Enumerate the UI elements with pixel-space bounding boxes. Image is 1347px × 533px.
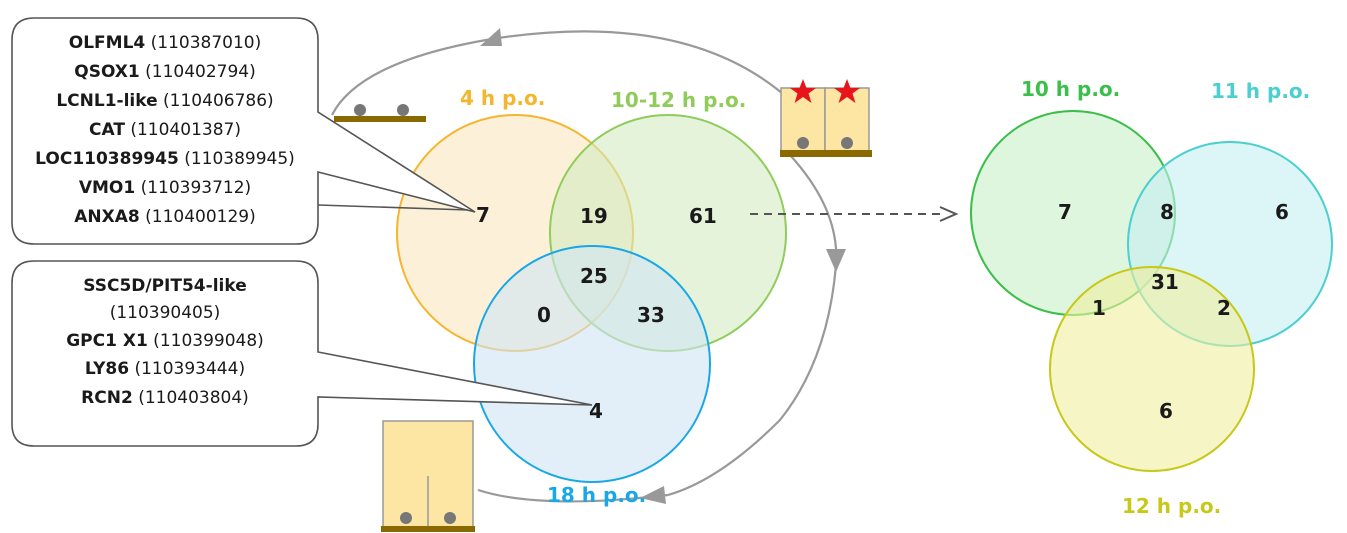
star-icon [834,79,860,103]
count-4h-18h: 0 [537,303,551,327]
right-venn: 10 h p.o. 11 h p.o. 12 h p.o. 7 8 6 31 1… [970,77,1333,518]
count-all-three-right: 31 [1151,270,1179,294]
gene-loc110389945: LOC110389945 (110389945) [35,149,295,169]
cycle-arrow-heads [480,28,846,504]
count-only-18h: 4 [589,399,603,423]
stage-icon-4h [334,104,426,122]
left-venn: 4 h p.o. 10-12 h p.o. 18 h p.o. 7 19 61 … [396,86,787,507]
stage-icon-18h [381,420,475,532]
gene-gpc1-x1: GPC1 X1 (110399048) [66,331,264,351]
gene-vmo1: VMO1 (110393712) [79,178,251,198]
label-10-12h: 10-12 h p.o. [611,88,746,112]
count-only-10h: 7 [1058,200,1072,224]
count-only-10-12h: 61 [689,204,717,228]
label-4h: 4 h p.o. [460,86,545,110]
count-only-11h: 6 [1275,200,1289,224]
dashed-arrow [750,206,959,222]
gene-qsox1: QSOX1 (110402794) [74,62,256,82]
cycle-arrow [331,30,838,503]
gene-cat: CAT (110401387) [89,120,241,140]
label-12h: 12 h p.o. [1122,494,1221,518]
gene-callout-top: OLFML4 (110387010) QSOX1 (110402794) LCN… [11,17,476,245]
gene-rcn2: RCN2 (110403804) [81,388,249,408]
count-all-three: 25 [580,264,608,288]
star-icon [790,79,816,103]
count-10h-11h: 8 [1160,200,1174,224]
stage-icon-10-12h [780,79,872,157]
count-only-12h: 6 [1159,399,1173,423]
gene-olfml4: OLFML4 (110387010) [69,33,262,53]
gene-ssc5d-line1: SSC5D/PIT54-like [83,276,246,296]
gene-lcnl1-like: LCNL1-like (110406786) [56,91,273,111]
count-10h-12h: 1 [1092,296,1106,320]
gene-ly86: LY86 (110393444) [85,359,245,379]
venn-circle-18h [473,245,711,483]
count-4h-10-12h: 19 [580,204,608,228]
gene-anxa8: ANXA8 (110400129) [74,207,256,227]
label-18h: 18 h p.o. [547,483,646,507]
label-11h: 11 h p.o. [1211,79,1310,103]
gene-callout-bottom: SSC5D/PIT54-like (110390405) GPC1 X1 (11… [11,260,593,447]
count-10-12h-18h: 33 [637,303,665,327]
venn-circle-12h [1049,266,1255,472]
gene-ssc5d-line2: (110390405) [110,303,221,323]
count-only-4h: 7 [476,203,490,227]
count-11h-12h: 2 [1217,296,1231,320]
label-10h: 10 h p.o. [1021,77,1120,101]
